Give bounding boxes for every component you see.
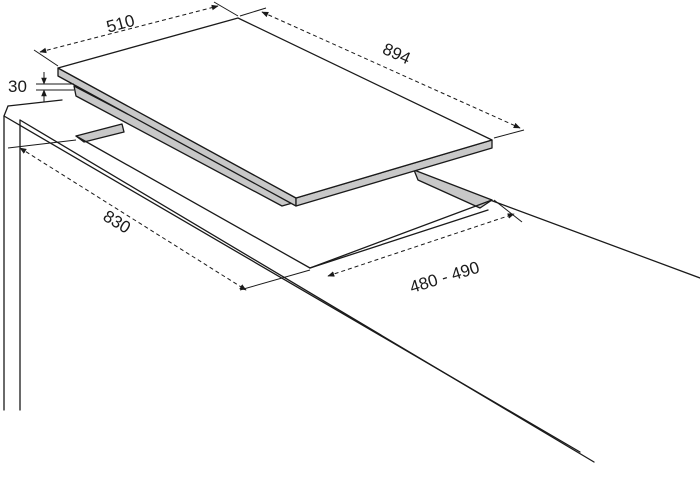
cutout-right-wall [413, 169, 493, 209]
ext-line-width-right [493, 129, 525, 139]
cutout-front-edge [309, 199, 493, 269]
ext-line-depth-left [33, 49, 59, 67]
label-hob-height: 30 [8, 77, 27, 96]
worktop-top-back-edge [7, 99, 63, 107]
dimension-cutout-depth: 480 - 490 [327, 199, 523, 297]
label-hob-width: 894 [380, 39, 414, 68]
label-cutout-depth: 480 - 490 [407, 258, 481, 297]
dim-line-hob-depth [39, 4, 219, 54]
dimension-hob-height: 30 [8, 72, 74, 102]
worktop-right-back-edge [489, 199, 700, 279]
dim-line-cutout-depth [327, 213, 515, 277]
worktop-left-end [3, 105, 9, 411]
ext-line-cutout-width-left [7, 139, 77, 149]
label-hob-depth: 510 [104, 11, 136, 37]
ext-line-cutout-depth-right [493, 199, 523, 223]
label-cutout-width: 830 [100, 207, 134, 238]
cutout-back-wall [75, 123, 125, 143]
ext-line-cutout-width-right [239, 269, 311, 291]
worktop-right-front-edge [309, 209, 489, 269]
ext-line-depth-right [213, 1, 239, 17]
dim-line-hob-width [261, 11, 521, 129]
ext-line-width-back [239, 7, 267, 17]
dim-line-cutout-width [19, 147, 247, 291]
